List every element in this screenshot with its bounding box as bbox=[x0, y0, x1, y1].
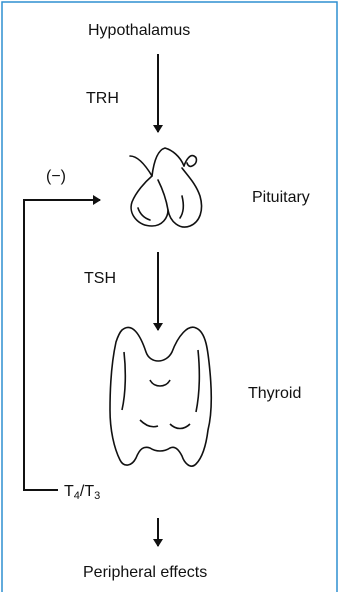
node-thyroid: Thyroid bbox=[248, 385, 301, 403]
hormone-base-1: T bbox=[64, 483, 74, 500]
hormone-sub-2: 3 bbox=[94, 490, 100, 502]
hormone-base-2: T bbox=[84, 483, 94, 500]
feedback-label: (−) bbox=[46, 168, 66, 186]
node-hypothalamus: Hypothalamus bbox=[88, 22, 190, 40]
edge-label-tsh: TSH bbox=[84, 270, 116, 288]
node-pituitary: Pituitary bbox=[252, 189, 310, 207]
edge-label-trh: TRH bbox=[86, 90, 119, 108]
edge-label-t4-t3: T4/T3 bbox=[64, 483, 100, 505]
node-peripheral-effects: Peripheral effects bbox=[83, 564, 207, 582]
pituitary-gland-drawing bbox=[130, 148, 202, 227]
feedback-loop-line bbox=[24, 200, 100, 490]
thyroid-gland-drawing bbox=[110, 327, 211, 466]
